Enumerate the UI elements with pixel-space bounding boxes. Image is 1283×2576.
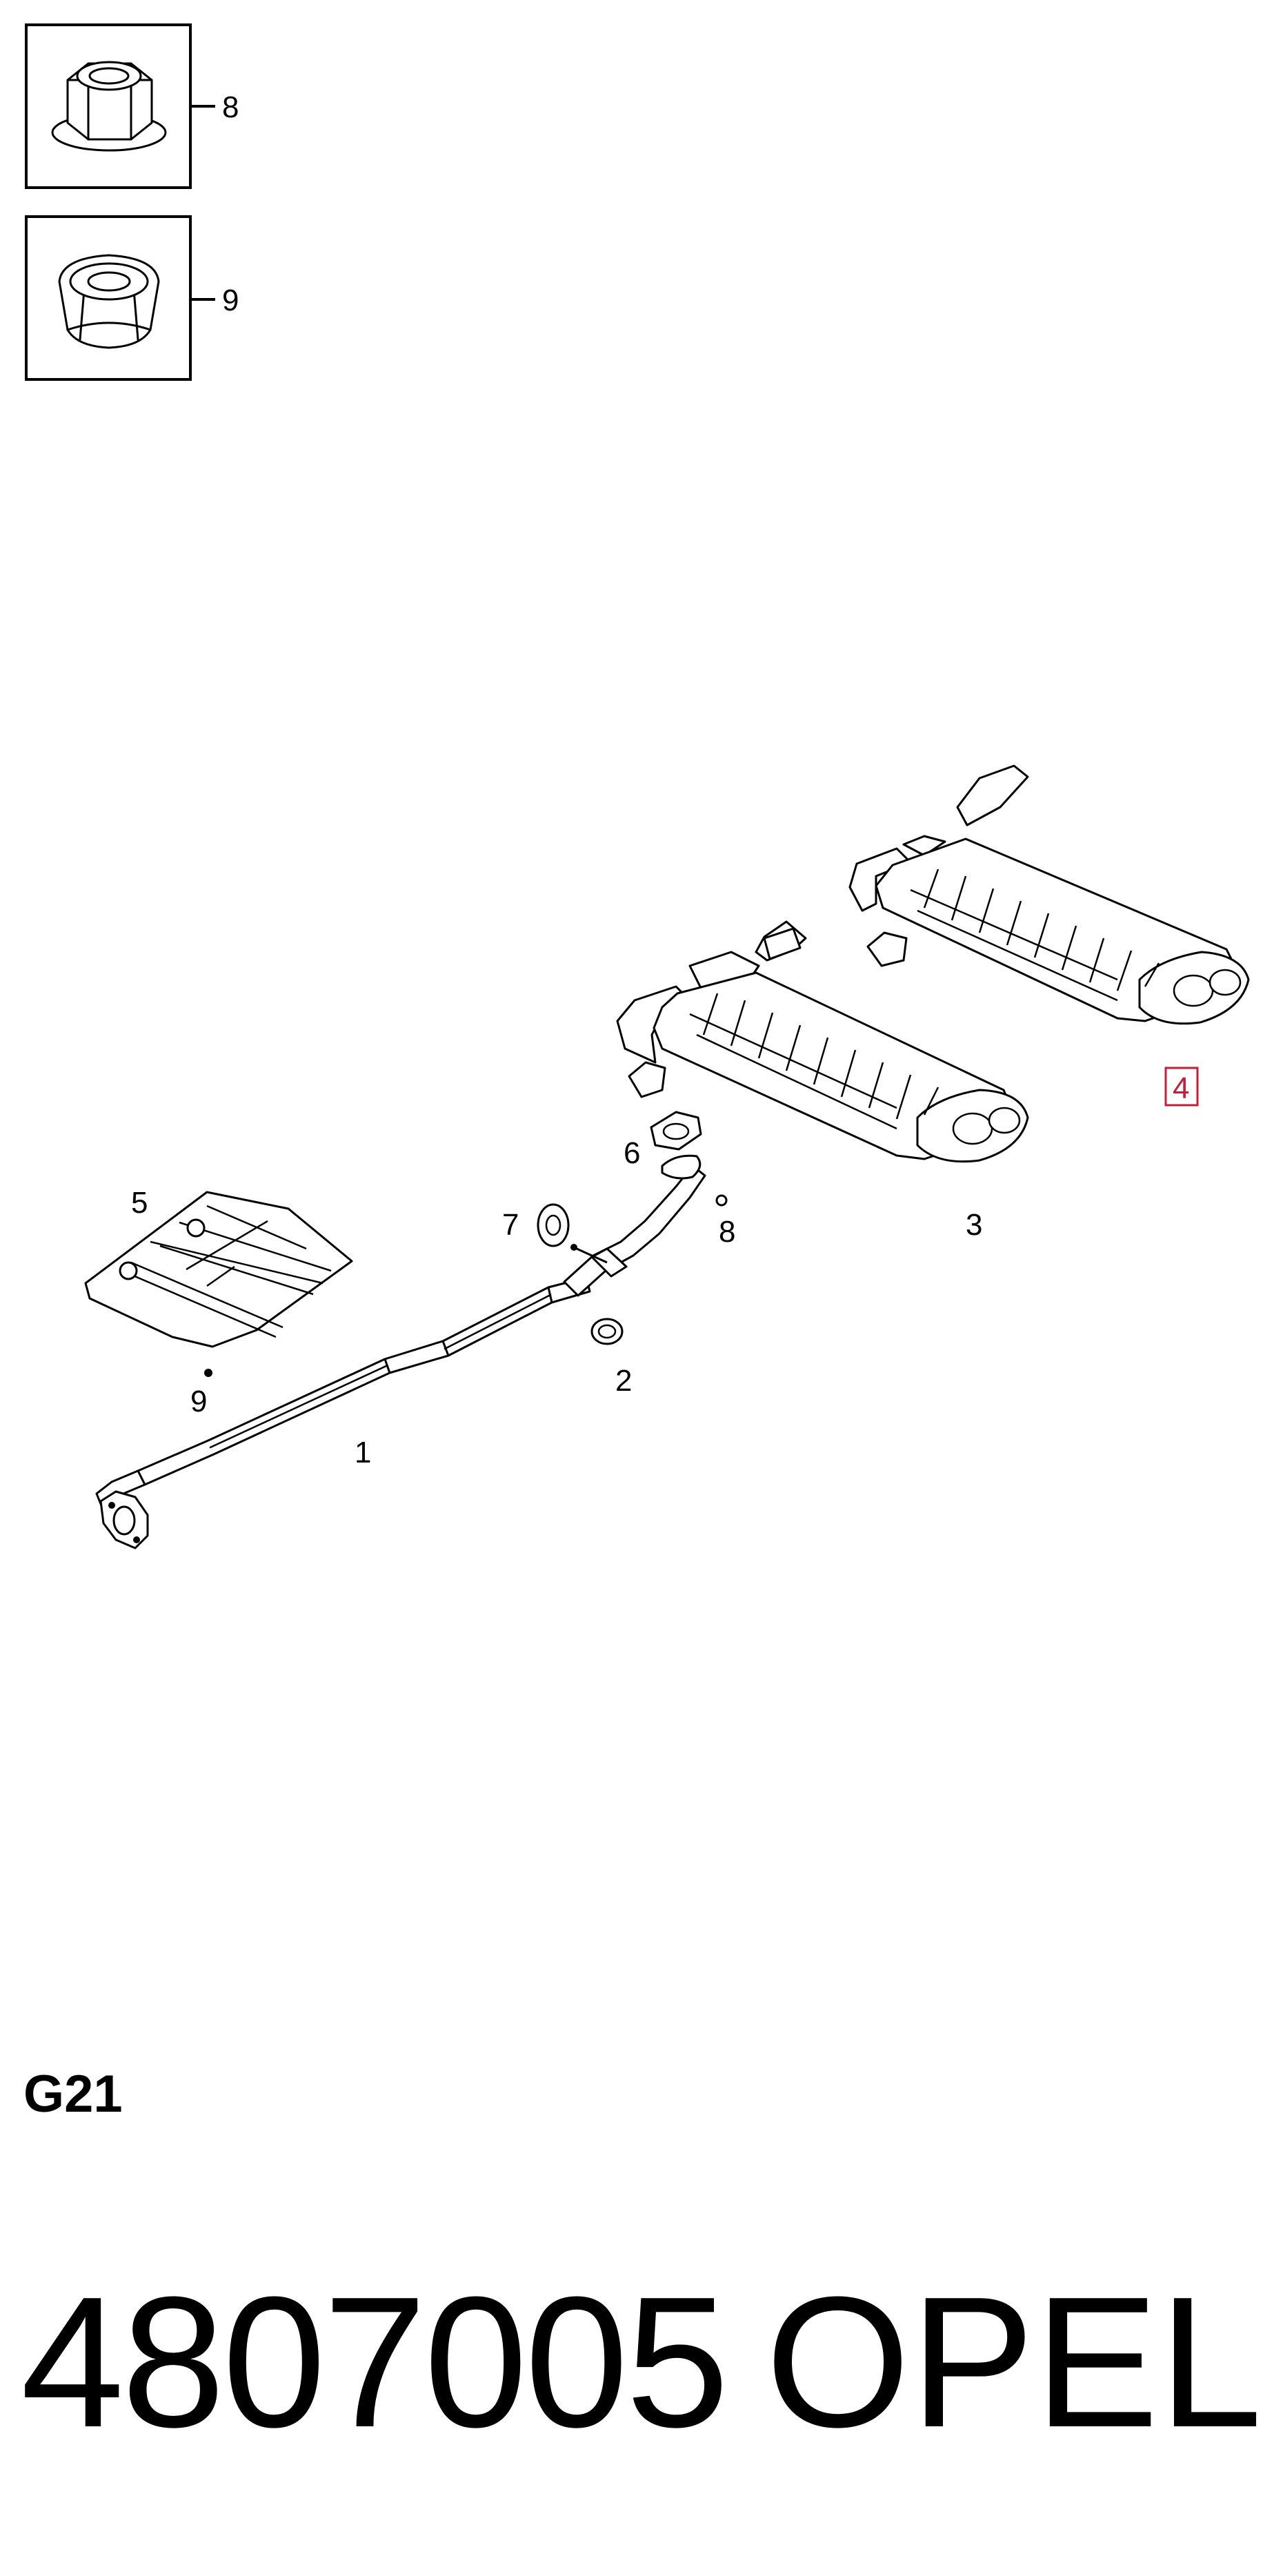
flange-nut-small: [715, 1194, 728, 1207]
intermediate-pipe: [563, 1154, 706, 1297]
callout-6: 6: [624, 1136, 640, 1170]
front-pipe: [95, 1276, 591, 1549]
inset-callout-9: 9: [222, 284, 239, 317]
inset-cap-nut: [25, 215, 215, 381]
callout-8: 8: [719, 1215, 735, 1249]
section-code: G21: [23, 2065, 123, 2123]
callout-2: 2: [615, 1364, 632, 1398]
svg-text:4: 4: [1173, 1071, 1189, 1105]
part-number: 4807005: [21, 2259, 729, 2466]
heat-shield: [84, 1191, 353, 1348]
gasket: [650, 1111, 702, 1151]
callout-7: 7: [502, 1208, 519, 1242]
callout-1: 1: [355, 1436, 371, 1469]
inset-callout-8: 8: [222, 90, 239, 124]
rear-muffler-right: [848, 764, 1250, 1025]
footer: 4807005 OPEL: [21, 2270, 1262, 2477]
inset-flange-nut: [25, 23, 215, 189]
callout-4-highlighted: 4: [1164, 1067, 1199, 1107]
pipe-clamp: [590, 1318, 624, 1345]
brand-name: OPEL: [765, 2259, 1262, 2466]
callout-5: 5: [131, 1186, 148, 1220]
heat-shield-nut: [204, 1369, 212, 1377]
callout-3: 3: [966, 1208, 982, 1242]
rubber-hanger: [537, 1203, 570, 1247]
rear-muffler-left: [616, 920, 1029, 1163]
callout-9: 9: [190, 1385, 207, 1418]
